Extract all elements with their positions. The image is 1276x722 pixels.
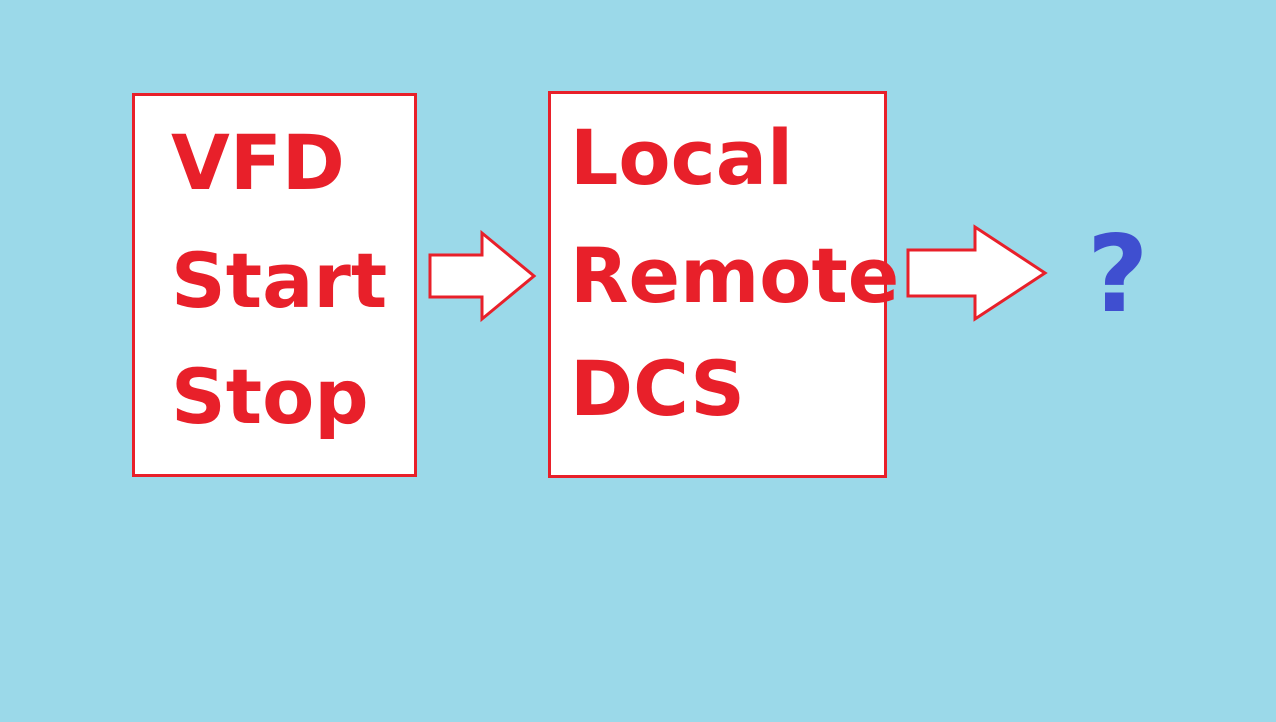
- dcs-label: DCS: [570, 344, 746, 433]
- right-arrow-icon: [428, 229, 537, 323]
- remote-label: Remote: [570, 231, 900, 320]
- right-arrow-icon: [906, 224, 1048, 322]
- control-mode-box: Local Remote DCS: [548, 91, 899, 478]
- vfd-control-box: VFD Start Stop: [132, 93, 417, 477]
- question-mark-icon: ?: [1087, 213, 1149, 336]
- start-label: Start: [171, 236, 388, 325]
- vfd-label: VFD: [171, 118, 345, 207]
- stop-label: Stop: [171, 352, 369, 441]
- local-label: Local: [570, 113, 794, 202]
